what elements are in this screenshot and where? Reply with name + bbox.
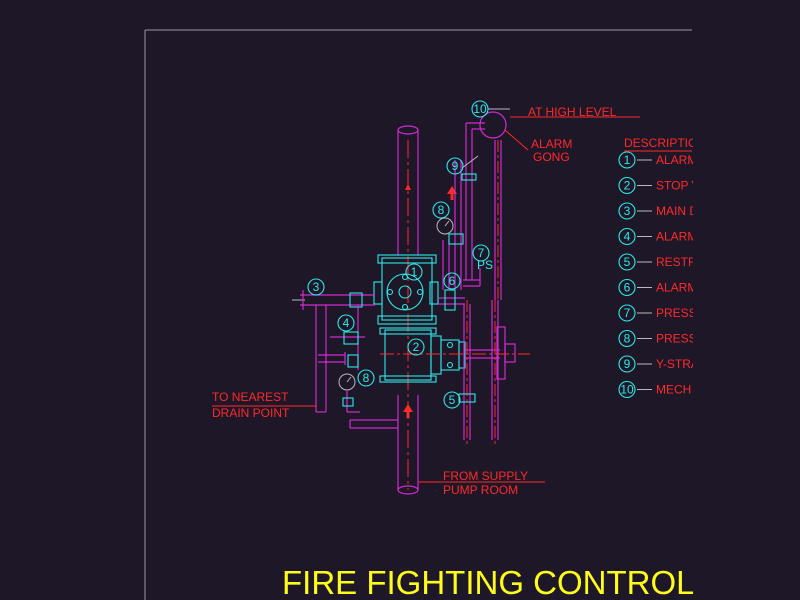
legend-description: STOP V [656, 179, 700, 193]
marker-1: 1 [405, 263, 423, 281]
legend-number: 8 [624, 332, 631, 346]
flow-arrow-small [405, 184, 411, 190]
legend-item: 8 PRESS [618, 329, 697, 348]
legend-number-circle [618, 278, 636, 297]
legend-number-circle [618, 227, 636, 246]
svg-text:2: 2 [413, 340, 420, 354]
marker-2: 2 [407, 338, 425, 356]
legend-description: RESTR [656, 255, 697, 269]
svg-text:8: 8 [363, 371, 370, 385]
svg-text:3: 3 [313, 280, 320, 294]
drain-label-line1: TO NEAREST [212, 390, 289, 404]
svg-text:1: 1 [411, 265, 418, 279]
leader-lines [212, 108, 640, 483]
legend-description: ALARM [656, 153, 697, 167]
marker-8-lower: 8 [357, 369, 375, 387]
marker-3: 3 [307, 278, 325, 296]
legend-item: 9 Y-STRA [618, 355, 699, 373]
svg-text:9: 9 [452, 159, 459, 173]
legend-description: ALARM [656, 281, 697, 295]
svg-text:5: 5 [449, 393, 456, 407]
marker-10: 10 [471, 100, 489, 118]
legend-number: 4 [624, 230, 631, 244]
legend-description: PRESS [656, 306, 697, 320]
legend-item: 3 MAIN D [618, 202, 698, 220]
legend-item: 10 MECH [618, 380, 691, 399]
legend-description: Y-STRA [656, 357, 699, 371]
svg-text:7: 7 [478, 246, 485, 260]
legend-number-circle [618, 380, 636, 399]
legend-number: 6 [624, 281, 631, 295]
legend-number: 5 [624, 255, 631, 269]
marker-6: 6 [443, 272, 461, 290]
stop-valve [379, 326, 530, 383]
legend-item: 6 ALARM [618, 278, 697, 297]
legend-number: 9 [624, 357, 631, 371]
drawing-title: FIRE FIGHTING CONTROL A [282, 564, 723, 600]
alarm-gong-label-line1: ALARM [531, 137, 572, 151]
legend-item: 2 STOP V [618, 176, 700, 195]
svg-text:4: 4 [343, 316, 350, 330]
legend-description: PRESS [656, 332, 697, 346]
y-strainer-line [461, 122, 502, 300]
marker-9: 9 [446, 157, 464, 175]
legend-number: 2 [624, 179, 631, 193]
marker-5: 5 [443, 391, 461, 409]
supply-label-line1: FROM SUPPLY [443, 469, 528, 483]
high-level-label: AT HIGH LEVEL [528, 105, 617, 119]
legend-item: 5 RESTR [618, 253, 697, 271]
alarm-gong-label-line2: GONG [533, 150, 570, 164]
legend-number-circle [618, 253, 636, 271]
alarm-gong-bell [479, 111, 507, 139]
flow-arrow-up-lower [403, 404, 413, 418]
legend-number: 1 [624, 153, 631, 167]
legend-number-circle [618, 355, 636, 373]
legend-number-circle [618, 329, 636, 348]
viewport-clip [693, 0, 800, 600]
marker-4: 4 [337, 314, 355, 332]
alarm-trim-line [438, 160, 499, 445]
lower-gauge-line [338, 373, 398, 429]
marker-8-upper: 8 [432, 201, 450, 219]
ps-label: PS [477, 258, 493, 272]
alarm-check-valve [373, 254, 439, 325]
svg-text:8: 8 [438, 203, 445, 217]
legend-number-circle [618, 151, 636, 169]
legend-description: MAIN D [656, 204, 698, 218]
legend-number-circle [618, 202, 636, 220]
upper-gauge [436, 217, 454, 235]
legend-item: 7 PRESS [618, 304, 697, 322]
drain-label-line2: DRAIN POINT [212, 406, 290, 420]
main-riser-pipe [397, 125, 419, 495]
description-header: DESCRIPTIO [624, 136, 697, 150]
marker-7: 7 [472, 244, 490, 262]
legend-number-circle [618, 176, 636, 195]
legend-number: 3 [624, 204, 631, 218]
legend-number-circle [618, 304, 636, 322]
legend-description: MECH [656, 383, 691, 397]
legend-number: 7 [624, 306, 631, 320]
drain-branch [292, 290, 375, 413]
svg-text:6: 6 [449, 274, 456, 288]
legend-number: 10 [620, 383, 634, 397]
legend-description: ALARM [656, 230, 697, 244]
svg-text:10: 10 [473, 102, 487, 116]
legend-item: 1 ALARM [618, 151, 697, 169]
supply-label-line2: PUMP ROOM [443, 483, 518, 497]
sheet-border [144, 29, 692, 600]
legend-item: 4 ALARM [618, 227, 697, 246]
